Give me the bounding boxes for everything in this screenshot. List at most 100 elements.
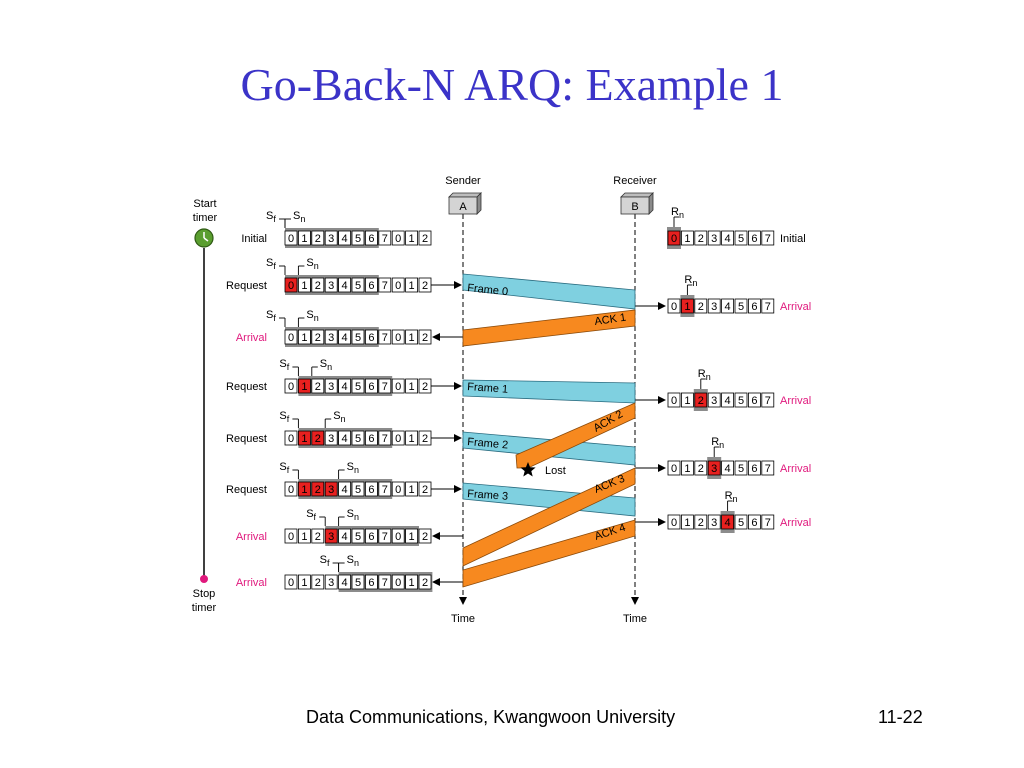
sequence-number: 6 xyxy=(368,531,374,543)
sequence-cell xyxy=(418,574,432,590)
sequence-number: 0 xyxy=(395,484,401,496)
receiver-sequence-cell xyxy=(667,392,681,408)
sequence-number: 0 xyxy=(288,233,294,245)
sequence-cell xyxy=(324,378,338,394)
sequence-number: 2 xyxy=(422,531,428,543)
sequence-cell xyxy=(364,230,378,246)
sequence-cell xyxy=(297,481,311,497)
footer-text: Data Communications, Kwangwoon Universit… xyxy=(306,707,676,727)
sequence-number: 1 xyxy=(301,577,307,589)
receiver-station-b-front xyxy=(620,196,650,215)
sequence-number: 5 xyxy=(355,381,361,393)
sn-label: Sn xyxy=(306,309,318,323)
sequence-number: 0 xyxy=(395,531,401,543)
sequence-number: 6 xyxy=(368,332,374,344)
sequence-cell xyxy=(297,430,311,446)
sequence-cell xyxy=(338,430,352,446)
clock-hand-icon xyxy=(203,237,209,242)
receiver-sequence-number: 1 xyxy=(684,517,690,529)
sequence-number: 1 xyxy=(301,332,307,344)
sequence-number: 2 xyxy=(315,531,321,543)
receiver-station-b-side xyxy=(648,192,654,215)
receiver-sequence-cell xyxy=(707,514,721,530)
receiver-sequence-number: 3 xyxy=(711,395,717,407)
sequence-cell xyxy=(418,277,432,293)
receiver-sequence-cell xyxy=(734,230,748,246)
sf-label: Sf xyxy=(266,257,276,271)
receiver-sequence-cell xyxy=(721,230,734,246)
sequence-number: 7 xyxy=(382,280,388,292)
receiver-sequence-number: 5 xyxy=(738,517,744,529)
sequence-cell xyxy=(364,481,378,497)
sender-station-a: A xyxy=(448,192,482,215)
sequence-number: 0 xyxy=(395,381,401,393)
receiver-row-label: Arrival xyxy=(780,395,811,407)
receiver-sequence-cell xyxy=(681,298,694,314)
sequence-cell xyxy=(378,329,392,345)
sequence-number: 5 xyxy=(355,433,361,445)
receiver-sequence-number: 5 xyxy=(738,463,744,475)
page-number: 11-22 xyxy=(878,707,923,727)
receiver-sequence-cell xyxy=(748,514,761,530)
sequence-number: 3 xyxy=(328,484,334,496)
sequence-cell xyxy=(311,378,325,394)
receiver-sequence-cell xyxy=(761,298,775,314)
receiver-sequence-cell xyxy=(761,460,775,476)
receiver-sequence-cell xyxy=(734,460,748,476)
receiver-sequence-number: 6 xyxy=(751,395,757,407)
receiver-sequence-cell xyxy=(721,460,734,476)
receiver-sequence-cell xyxy=(707,230,721,246)
receiver-sequence-cell xyxy=(734,514,748,530)
receiver-sequence-cell xyxy=(748,230,761,246)
receiver-sequence-cell xyxy=(707,298,721,314)
receiver-sequence-number: 7 xyxy=(765,517,771,529)
receiver-sequence-number: 6 xyxy=(751,233,757,245)
sequence-cell xyxy=(378,430,392,446)
sn-label: Sn xyxy=(293,210,305,224)
ack-band xyxy=(462,309,636,347)
sequence-number: 3 xyxy=(328,280,334,292)
receiver-row-label: Initial xyxy=(780,233,806,245)
receiver-sequence-number: 5 xyxy=(738,301,744,313)
sf-label: Sf xyxy=(266,210,276,224)
sender-row-label: Request xyxy=(226,381,267,393)
sequence-number: 7 xyxy=(382,484,388,496)
receiver-sequence-cell xyxy=(707,460,721,476)
receiver-sequence-cell xyxy=(681,392,694,408)
sequence-cell xyxy=(391,230,405,246)
sn-label: Sn xyxy=(347,554,359,568)
sequence-number: 2 xyxy=(315,577,321,589)
receiver-time-label: Time xyxy=(623,613,647,625)
receiver-sequence-number: 0 xyxy=(671,463,677,475)
receiver-sequence-number: 0 xyxy=(671,233,677,245)
sequence-cell xyxy=(364,329,378,345)
sequence-cell xyxy=(391,430,405,446)
sf-label: Sf xyxy=(266,309,276,323)
sequence-cell xyxy=(324,329,338,345)
sequence-cell xyxy=(378,481,392,497)
sequence-cell xyxy=(405,481,419,497)
receiver-sequence-number: 4 xyxy=(725,301,731,313)
sequence-number: 6 xyxy=(368,233,374,245)
sequence-number: 2 xyxy=(422,433,428,445)
sequence-number: 5 xyxy=(355,233,361,245)
sender-station-a-side xyxy=(476,192,482,215)
sequence-number: 1 xyxy=(301,433,307,445)
sequence-cell xyxy=(311,430,325,446)
sequence-cell xyxy=(284,329,298,345)
receiver-row-label: Arrival xyxy=(780,517,811,529)
receiver-sequence-cell xyxy=(681,460,694,476)
sequence-number: 3 xyxy=(328,433,334,445)
sequence-number: 2 xyxy=(422,484,428,496)
receiver-sequence-number: 2 xyxy=(698,301,704,313)
receiver-sequence-cell xyxy=(667,514,681,530)
sender-row-label: Arrival xyxy=(236,577,267,589)
sequence-number: 4 xyxy=(342,280,348,292)
sequence-cell xyxy=(364,574,378,590)
sequence-number: 2 xyxy=(422,332,428,344)
sequence-number: 0 xyxy=(395,577,401,589)
